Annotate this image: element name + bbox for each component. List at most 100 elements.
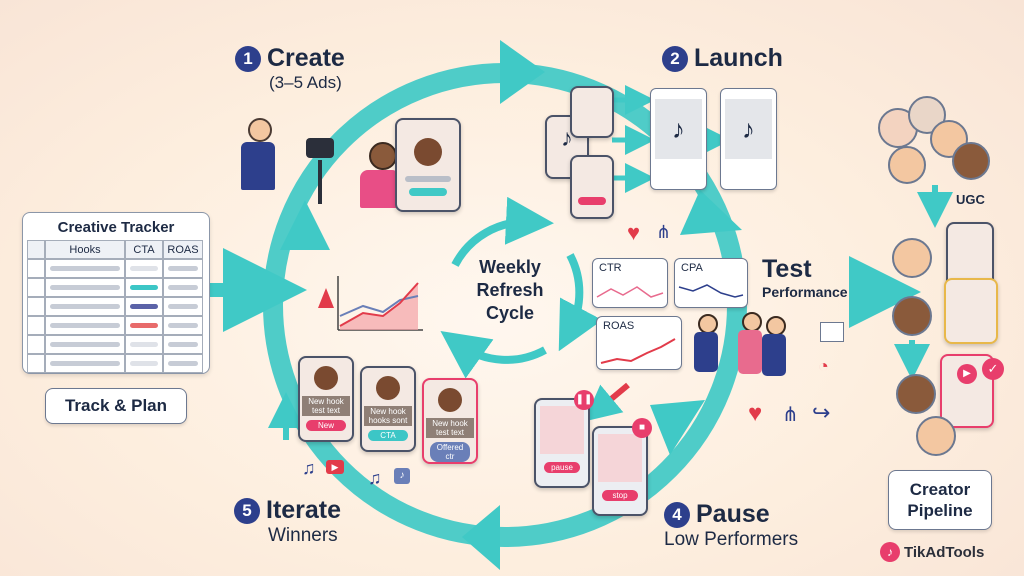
tracker-hook-cell <box>45 297 125 316</box>
tracker-roas-cell <box>163 259 203 278</box>
heart-icon: ♥ <box>627 220 641 245</box>
tracker-hook-cell <box>45 259 125 278</box>
tracker-cta-cell <box>125 297 163 316</box>
tracker-roas-cell <box>163 354 203 373</box>
team-analyzing-illustration <box>690 310 790 388</box>
card-button: stop <box>602 490 638 501</box>
ring-arrow-right <box>680 190 742 235</box>
cpa-metric-panel: CPA <box>674 258 748 308</box>
creative-tracker-panel: Creative Tracker Hooks CTA ROAS <box>22 212 210 374</box>
tracker-cta-cell <box>125 278 163 297</box>
creator-avatar <box>916 416 956 456</box>
ring-arrow-left <box>280 200 330 250</box>
center-cycle-label: Weekly Refresh Cycle <box>465 256 555 325</box>
pipeline-title-line: Creator <box>909 480 971 499</box>
music-note-icon: ♫ <box>302 458 316 478</box>
music-note-icon: ♪ <box>394 468 410 484</box>
card-button: pause <box>544 462 580 473</box>
paused-ad-card: stop <box>592 426 648 516</box>
play-icon: ▶ <box>326 460 344 474</box>
tracker-roas-cell <box>163 297 203 316</box>
tracker-roas-cell <box>163 335 203 354</box>
tracker-title: Creative Tracker <box>57 219 175 236</box>
creator-avatar <box>892 296 932 336</box>
influencer-illustration <box>360 142 402 208</box>
pipeline-title-line: Pipeline <box>907 501 973 520</box>
card-button: CTA <box>368 430 408 441</box>
tracker-col-header: ROAS <box>163 240 203 259</box>
tracker-row-index <box>27 354 45 373</box>
creator-pipeline-caption: Creator Pipeline <box>888 470 992 530</box>
card-button: Offered ctr <box>430 442 470 462</box>
tracker-cta-cell <box>125 259 163 278</box>
ring-arrow-bottom-right <box>650 400 705 455</box>
creator-avatar <box>888 146 926 184</box>
card-text: New hook hooks sont <box>364 406 412 426</box>
tiktok-logo-icon: ♪ <box>880 542 900 562</box>
camera-icon <box>306 138 334 158</box>
center-line: Cycle <box>485 303 535 323</box>
metric-label: CTR <box>599 262 622 274</box>
tracker-cta-cell <box>125 354 163 373</box>
ring-arrow-top <box>500 40 545 104</box>
paused-ad-card: pause <box>534 398 590 488</box>
iterate-growth-chart <box>318 276 423 331</box>
ad-card-stack <box>395 118 461 212</box>
tracker-col-header: Hooks <box>45 240 125 259</box>
step-title: Iterate <box>266 496 342 524</box>
ugc-label: UGC <box>956 192 985 207</box>
tracker-hook-cell <box>45 335 125 354</box>
center-line: Refresh <box>476 280 544 300</box>
step-number-badge: 4 <box>664 502 690 529</box>
tracker-table: Hooks CTA ROAS <box>27 240 205 259</box>
play-icon: ▶ <box>957 364 977 384</box>
center-line: Weekly <box>479 257 541 277</box>
pause-icon: ❚❚ <box>574 390 594 410</box>
tracker-hook-cell <box>45 354 125 373</box>
tracker-hook-cell <box>45 316 125 335</box>
tracker-roas-cell <box>163 278 203 297</box>
creator-person-illustration <box>238 118 278 198</box>
metric-label: ROAS <box>603 320 635 332</box>
launch-phone <box>570 86 614 138</box>
step-subtitle: Performance <box>762 284 848 300</box>
heart-icon: ♥ <box>748 400 763 427</box>
card-button: New <box>306 420 346 431</box>
tiktok-logo-icon: ♪ <box>725 99 772 159</box>
tracker-roas-cell <box>163 316 203 335</box>
tracker-rows <box>27 259 205 373</box>
inner-cycle-arrow-2 <box>558 253 603 352</box>
launch-post-card: ♪ <box>720 88 777 190</box>
creator-phone <box>944 278 998 344</box>
step-number-badge: 5 <box>234 498 260 525</box>
tracker-row-index <box>27 259 45 278</box>
share-icon: ⋔ <box>782 404 799 426</box>
track-plan-caption: Track & Plan <box>45 388 187 424</box>
step-title: Launch <box>694 44 783 72</box>
launch-post-card: ♪ <box>650 88 707 190</box>
tracker-row-index <box>27 335 45 354</box>
tracker-cta-cell <box>125 335 163 354</box>
tripod-icon <box>318 160 322 204</box>
tracker-row-index <box>27 278 45 297</box>
step-title: Create <box>267 44 345 72</box>
brand-name: TikAdTools <box>904 543 985 561</box>
creator-avatar <box>952 142 990 180</box>
share-icon: ⋔ <box>656 222 672 242</box>
step-test-label: Test Performance <box>762 255 848 300</box>
pause-red-arrow <box>584 382 630 422</box>
tracker-row-index <box>27 316 45 335</box>
card-text: New hook test text <box>426 418 474 438</box>
launch-phone <box>570 155 614 219</box>
tracker-col-header: CTA <box>125 240 163 259</box>
inner-cycle-arrow-3 <box>440 331 547 379</box>
step-subtitle: (3–5 Ads) <box>269 73 342 92</box>
creator-avatar <box>896 374 936 414</box>
bar-chart-icon <box>820 322 844 342</box>
